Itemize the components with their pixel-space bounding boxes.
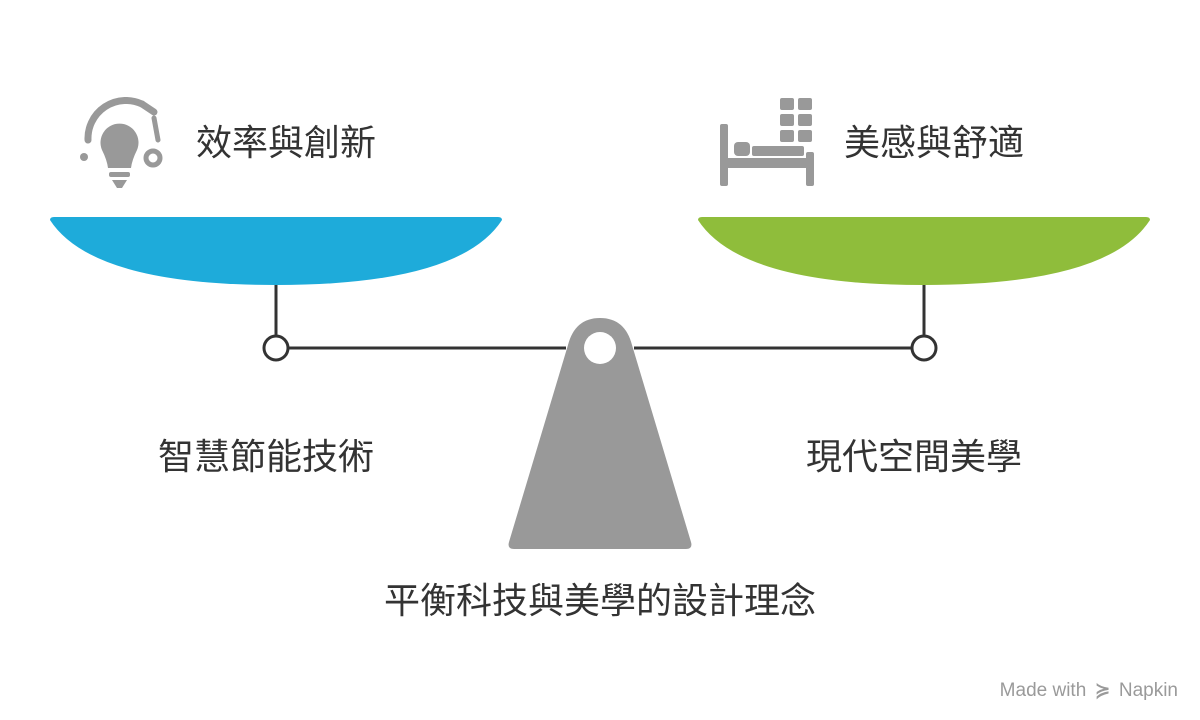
watermark-brand: Napkin xyxy=(1118,680,1178,701)
right-pan-title: 美感與舒適 xyxy=(844,123,1025,164)
right-pan-subtitle: 現代空間美學 xyxy=(806,437,1023,478)
bed-grid-icon xyxy=(720,98,814,186)
made-with-napkin-watermark: Made with ≽ Napkin xyxy=(1000,680,1178,702)
left-pivot-joint xyxy=(262,334,290,362)
left-scale-pan xyxy=(50,217,502,285)
center-caption: 平衡科技與美學的設計理念 xyxy=(383,581,816,622)
fulcrum xyxy=(508,318,692,549)
watermark-prefix: Made with xyxy=(999,680,1087,701)
lightbulb-innovation-icon xyxy=(80,97,163,188)
fulcrum-hole xyxy=(584,332,616,364)
right-scale-pan xyxy=(698,217,1150,285)
left-pan-title: 效率與創新 xyxy=(196,123,377,164)
left-pan-subtitle: 智慧節能技術 xyxy=(158,437,375,478)
right-pivot-joint xyxy=(910,334,938,362)
napkin-logo-icon: ≽ xyxy=(1094,680,1111,701)
